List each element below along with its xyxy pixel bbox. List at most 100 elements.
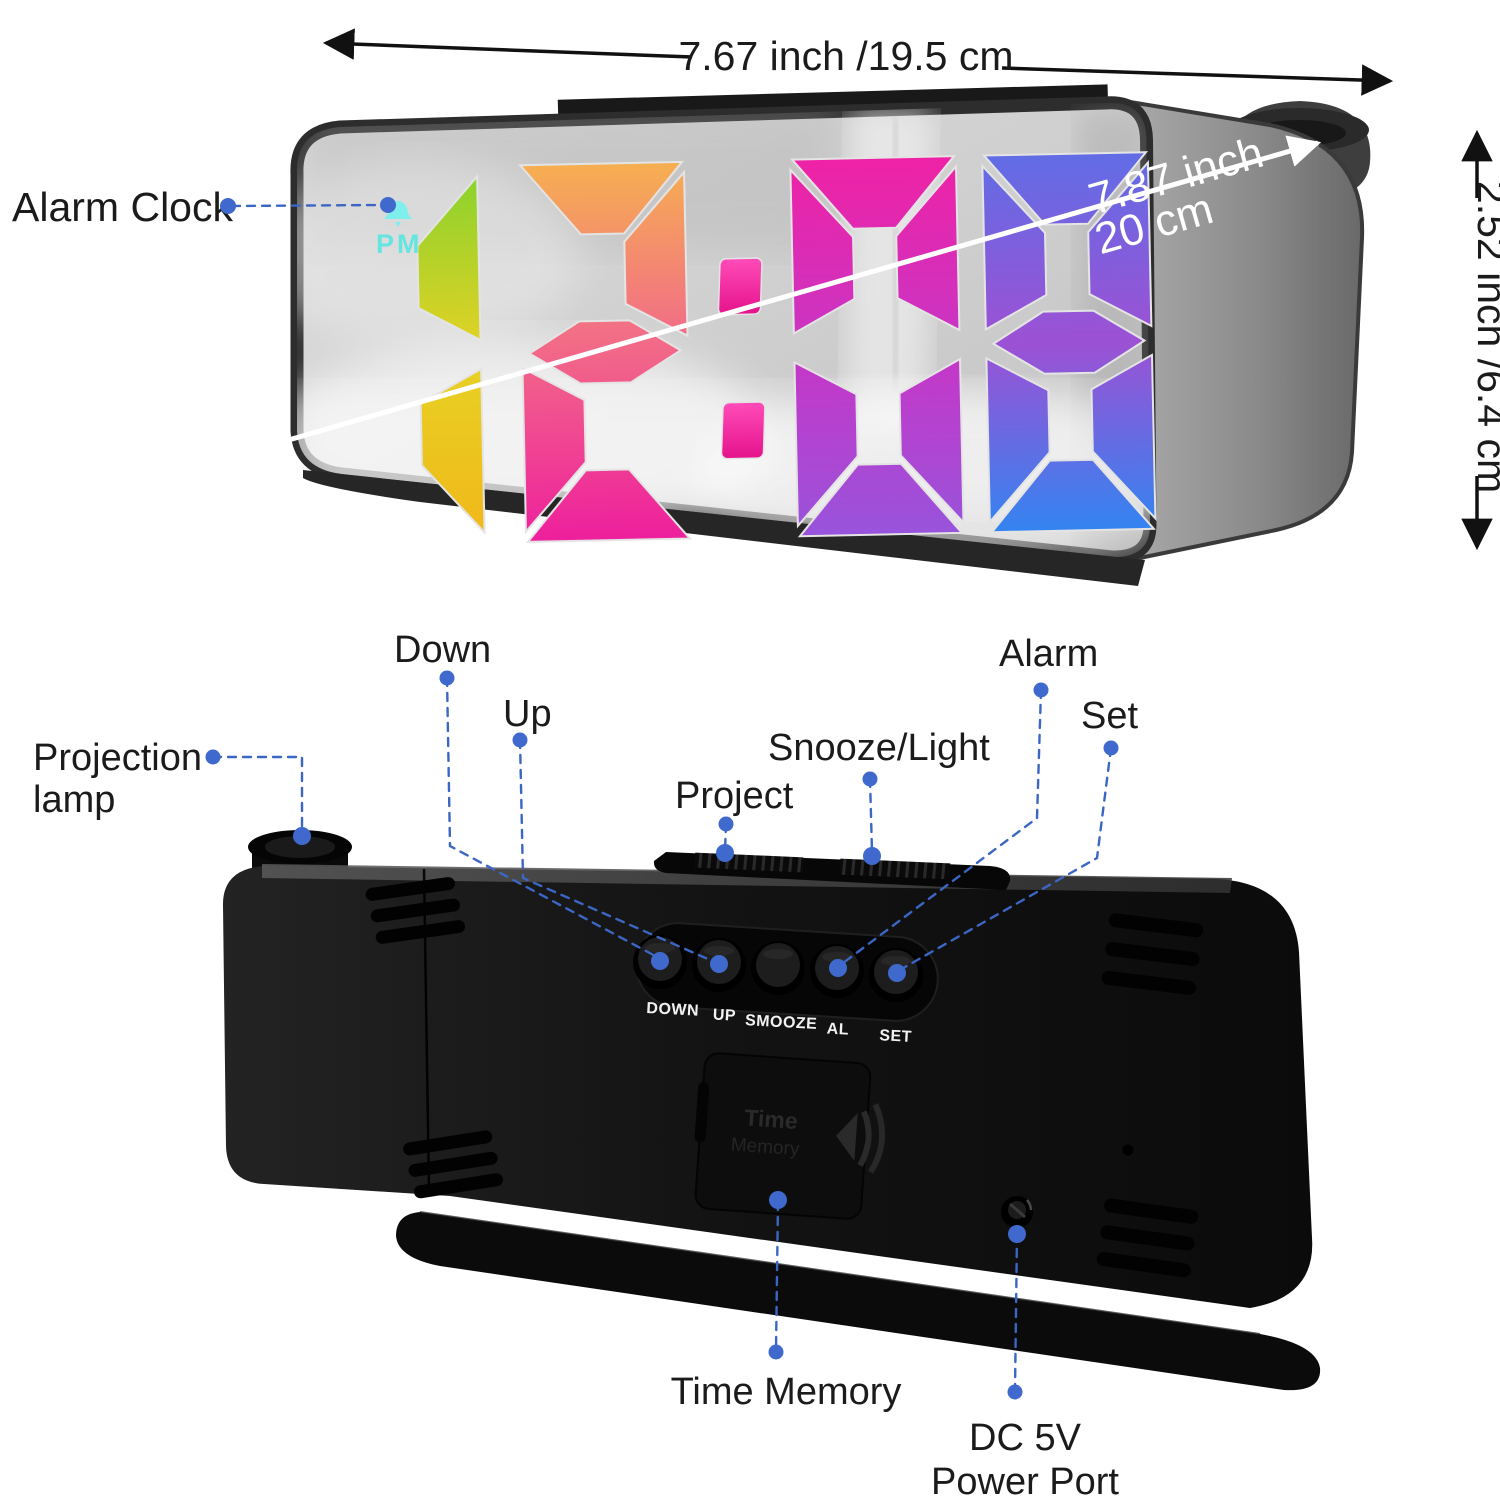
width-dimension-line-left bbox=[322, 28, 693, 60]
door-embossed-time: Time bbox=[744, 1104, 799, 1134]
time-memory-door: Time Memory bbox=[694, 1052, 886, 1220]
alarm-label: Alarm bbox=[999, 633, 1098, 675]
leader-dot bbox=[862, 771, 878, 787]
leader-dot bbox=[220, 198, 236, 214]
door-notch bbox=[694, 1082, 710, 1143]
front-clock: PM 7.87 inch 20 cm bbox=[250, 84, 1371, 586]
leader-dot bbox=[512, 732, 528, 748]
door-embossed-memory: Memory bbox=[730, 1134, 800, 1160]
pm-indicator: PM bbox=[376, 229, 423, 259]
vent-slat bbox=[375, 920, 466, 944]
speaker-icon bbox=[836, 1103, 886, 1174]
width-dimension-label: 7.67 inch /19.5 cm bbox=[678, 33, 1013, 79]
top-switch-bar bbox=[653, 852, 1011, 890]
button-caps: DOWN UP SMOOZE AL SET bbox=[646, 1000, 912, 1046]
back-view: DOWN UP SMOOZE AL SET Time Memory bbox=[33, 629, 1321, 1500]
up-cap: UP bbox=[712, 1006, 736, 1024]
diagonal-dimension-arrow bbox=[250, 135, 1322, 458]
leader-line bbox=[774, 1200, 780, 1352]
leader-dot bbox=[829, 959, 847, 977]
colon-dot bbox=[720, 401, 766, 460]
width-dimension: 7.67 inch /19.5 cm bbox=[322, 28, 1394, 96]
leader-dot bbox=[1008, 1225, 1026, 1243]
vent-top-right bbox=[1101, 913, 1204, 995]
dc-power-callout: DC 5V Power Port bbox=[931, 1225, 1119, 1500]
vent-slat bbox=[1101, 970, 1197, 995]
back-clock: DOWN UP SMOOZE AL SET Time Memory bbox=[222, 830, 1321, 1391]
up-callout: Up bbox=[503, 693, 728, 973]
leader-line bbox=[445, 676, 661, 960]
back-callouts: Projection lamp Down Up Project Snooze/L… bbox=[33, 629, 1138, 1500]
leader-dot bbox=[863, 847, 881, 865]
alarm-clock-label: Alarm Clock bbox=[12, 184, 233, 230]
leader-line bbox=[1013, 1232, 1019, 1392]
base-stand-edge bbox=[419, 1211, 1261, 1335]
time-memory-callout: Time Memory bbox=[671, 1191, 902, 1413]
set-callout: Set bbox=[888, 695, 1138, 982]
dc-label-line2: Power Port bbox=[931, 1461, 1119, 1500]
clock-base bbox=[303, 470, 1145, 586]
vent-slat bbox=[1096, 1252, 1191, 1278]
down-label: Down bbox=[394, 629, 491, 671]
vent-top-left bbox=[365, 877, 466, 944]
leader-dot bbox=[380, 197, 396, 213]
leader-dot bbox=[1033, 682, 1049, 698]
leader-dot bbox=[710, 955, 728, 973]
reset-hole bbox=[1122, 1144, 1134, 1156]
leader-line bbox=[896, 746, 1113, 973]
leader-line bbox=[518, 738, 719, 965]
projection-lamp-callout: Projection lamp bbox=[33, 737, 311, 845]
leader-dot bbox=[718, 816, 734, 832]
snooze-light-bar bbox=[839, 858, 951, 880]
vent-slat bbox=[1104, 1198, 1199, 1224]
leader-dot bbox=[769, 1191, 787, 1209]
set-cap: SET bbox=[879, 1027, 912, 1046]
leader-dot bbox=[439, 670, 455, 686]
down-cap: DOWN bbox=[646, 1000, 699, 1020]
vent-slat bbox=[1100, 1225, 1195, 1251]
down-callout: Down bbox=[394, 629, 669, 970]
leader-dot bbox=[1007, 1384, 1023, 1400]
dc-label-line1: DC 5V bbox=[969, 1417, 1082, 1459]
projection-lamp-label-line1: Projection bbox=[33, 737, 202, 779]
alarm-callout: Alarm bbox=[829, 633, 1098, 977]
width-dimension-line-right bbox=[1001, 64, 1394, 96]
leader-dot bbox=[205, 749, 221, 765]
height-dimension: 2.52 inch /6.4 cm bbox=[1461, 129, 1500, 551]
leader-dot bbox=[651, 952, 669, 970]
alarm-clock-callout: Alarm Clock bbox=[12, 184, 396, 230]
projection-lamp-label-line2: lamp bbox=[33, 779, 115, 821]
vent-bottom-right bbox=[1096, 1198, 1199, 1278]
vent-slat bbox=[365, 877, 455, 901]
dc-power-port bbox=[1001, 1196, 1033, 1228]
leader-line bbox=[837, 688, 1043, 968]
up-label: Up bbox=[503, 693, 552, 735]
height-dimension-label: 2.52 inch /6.4 cm bbox=[1469, 181, 1500, 493]
vent-slat bbox=[403, 1130, 493, 1156]
leader-dot bbox=[293, 827, 311, 845]
leader-line bbox=[211, 755, 304, 836]
leader-dot bbox=[1103, 740, 1119, 756]
snooze-light-callout: Snooze/Light bbox=[768, 727, 990, 865]
base-stand bbox=[396, 1212, 1321, 1391]
snooze-cap: SMOOZE bbox=[745, 1012, 818, 1033]
case-seam bbox=[422, 868, 431, 1193]
leader-dot bbox=[716, 844, 734, 862]
time-memory-label: Time Memory bbox=[671, 1371, 902, 1413]
al-cap: AL bbox=[826, 1020, 849, 1038]
vent-slat bbox=[1105, 942, 1200, 966]
leader-dot bbox=[768, 1344, 784, 1360]
vent-slat bbox=[408, 1151, 498, 1177]
vent-slat bbox=[1108, 913, 1204, 938]
vent-bottom-left bbox=[403, 1130, 504, 1199]
vent-slat bbox=[413, 1173, 504, 1199]
set-label: Set bbox=[1081, 695, 1138, 737]
project-label: Project bbox=[675, 775, 794, 817]
front-view: PM 7.87 inch 20 cm 7.67 inch /19.5 cm 2.… bbox=[12, 28, 1500, 586]
project-callout: Project bbox=[675, 775, 794, 862]
leader-line bbox=[868, 777, 874, 854]
snooze-button bbox=[751, 941, 805, 995]
vent-slat bbox=[370, 898, 460, 923]
alarm-clock-leader-line bbox=[230, 203, 382, 208]
